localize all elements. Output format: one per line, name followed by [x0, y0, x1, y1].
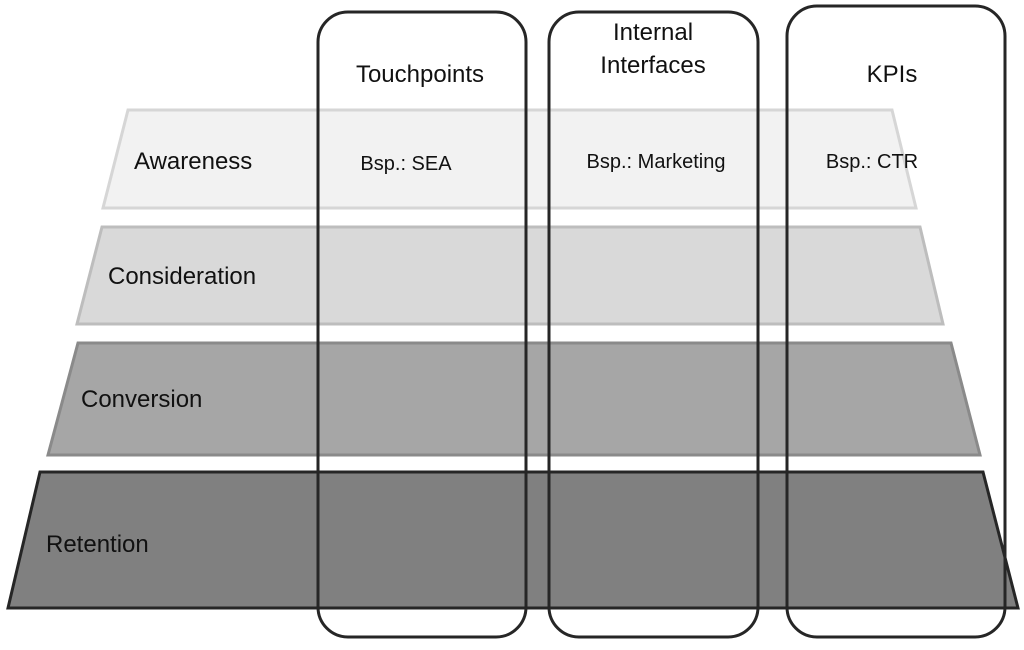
column-title-internal-line2: Interfaces: [600, 52, 706, 79]
example-touchpoints: Bsp.: SEA: [360, 153, 452, 175]
layer-retention-band: [6, 470, 1020, 610]
column-touchpoints-outline: [316, 10, 528, 639]
column-kpis-outline: [785, 4, 1007, 639]
layer-label-consideration: Consideration: [108, 263, 257, 290]
layer-awareness-band: [101, 108, 918, 210]
layer-label-awareness: Awareness: [134, 148, 253, 175]
example-kpis: Bsp.: CTR: [825, 151, 919, 173]
layer-consideration-band: [75, 225, 945, 326]
layer-label-retention: Retention: [46, 531, 149, 558]
column-title-touchpoints: Touchpoints: [355, 61, 485, 88]
layer-conversion-band: [46, 341, 982, 457]
example-internal-interfaces: Bsp.: Marketing: [586, 151, 726, 173]
column-title-kpis: KPIs: [866, 61, 918, 88]
column-title-internal-line1: Internal: [612, 19, 694, 46]
layer-label-conversion: Conversion: [81, 386, 203, 413]
column-internal-interfaces-outline: [547, 10, 760, 639]
